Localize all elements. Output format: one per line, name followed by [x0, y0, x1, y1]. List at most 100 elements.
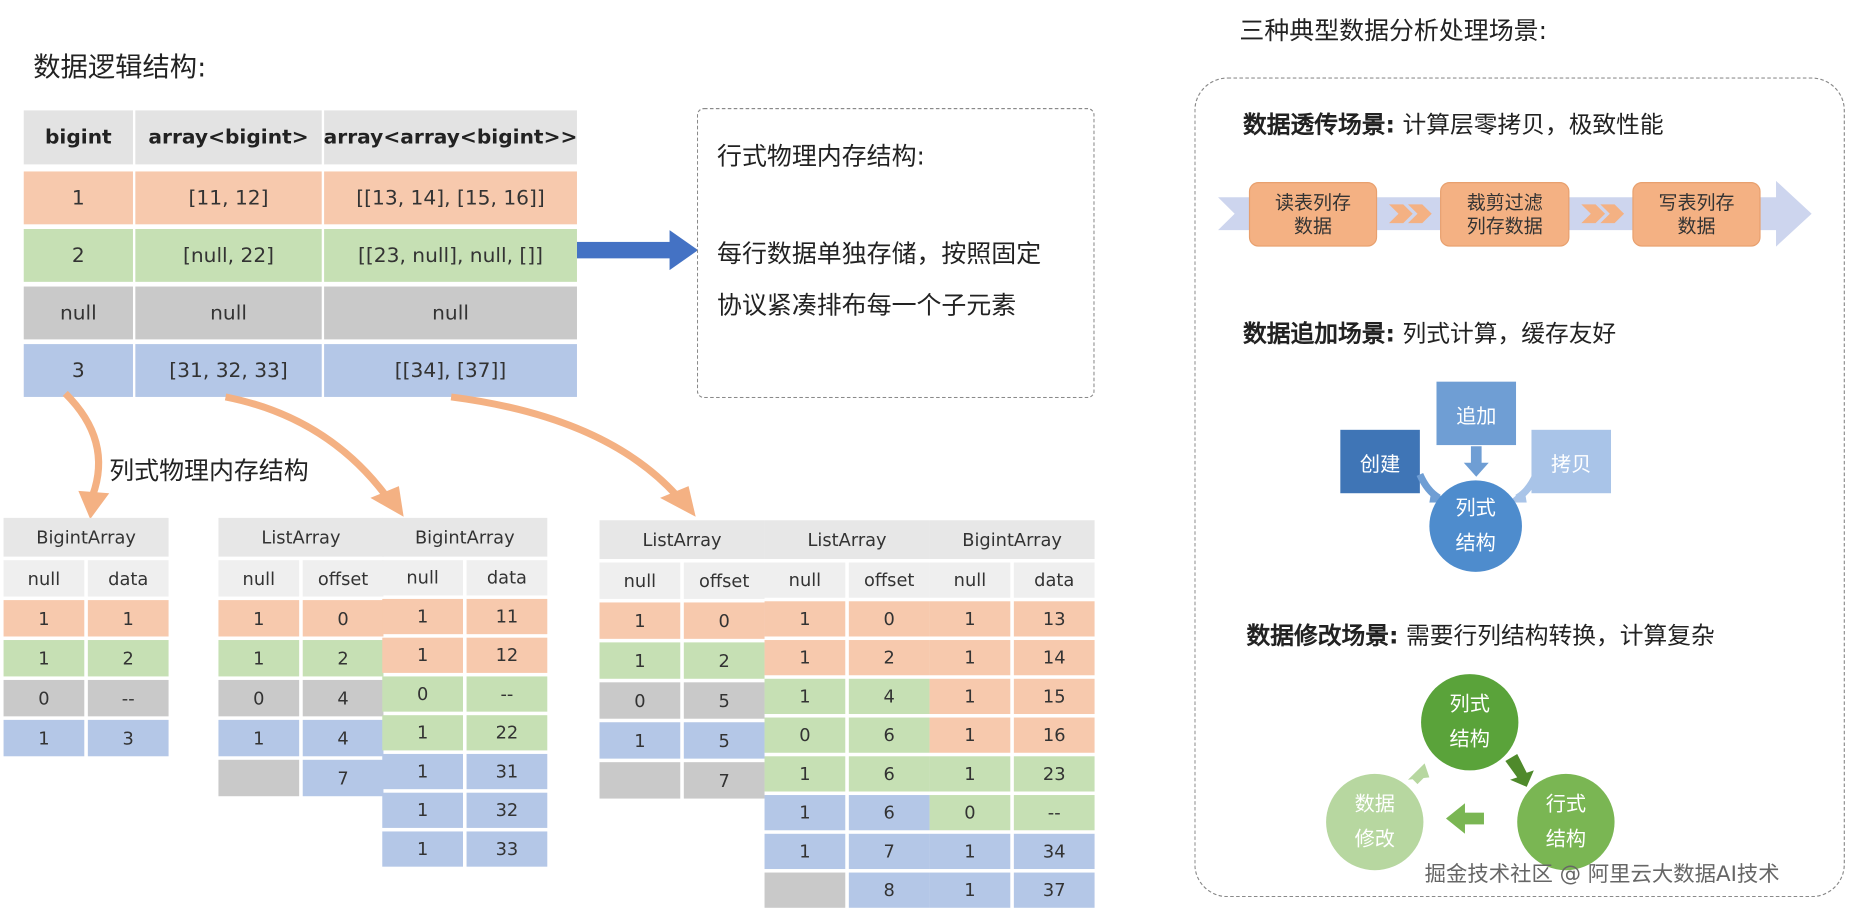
column-store-label: 列式物理内存结构	[109, 456, 309, 486]
array-cell-value: --	[466, 676, 548, 712]
array-subheader: null	[382, 560, 464, 596]
orange-curved-arrows	[62, 390, 696, 520]
scenario1-rest: 计算层零拷贝，极致性能	[1394, 110, 1664, 139]
data-modify-circle: 数据 修改	[1326, 773, 1424, 871]
array-cell-null: 1	[929, 872, 1011, 908]
array-subheader: null	[218, 560, 300, 597]
logical-header-cell: array<array<bigint>>	[324, 110, 577, 165]
array-cell-null: 1	[218, 719, 300, 757]
scenario3-cycle-arrows	[1407, 753, 1534, 834]
array-subheader: offset	[302, 560, 384, 597]
array-cell-value: 5	[683, 682, 765, 719]
array-cell-null: 1	[382, 792, 464, 828]
array-title: BigintArray	[382, 517, 548, 557]
row-store-title: 行式物理内存结构:	[717, 142, 925, 171]
logical-header-cell: array<bigint>	[135, 110, 322, 165]
scenario1-heading: 数据透传场景: 计算层零拷贝，极致性能	[1243, 106, 1664, 140]
row-store-box	[696, 108, 1095, 399]
array-cell-null: 1	[218, 600, 300, 637]
array-subheader: offset	[848, 562, 930, 598]
array-subheader: null	[929, 562, 1011, 598]
array-cell-value: 14	[1013, 640, 1095, 676]
array-cell-value: 31	[466, 753, 548, 790]
array-cell-value: 32	[466, 792, 548, 828]
array-cell-null: 1	[382, 598, 464, 635]
array-cell-null: 0	[764, 717, 846, 753]
array-cell-value: 12	[466, 637, 548, 673]
arrow-right-icon	[576, 230, 699, 271]
array-cell-null: 1	[599, 602, 681, 639]
array-cell-value: 37	[1013, 872, 1095, 908]
array-cell-null: 1	[929, 678, 1011, 715]
array-cell-null: 1	[764, 678, 846, 715]
array-cell-value: 16	[1013, 717, 1095, 753]
array-cell-value: 3	[87, 719, 169, 757]
array-title: ListArray	[218, 517, 384, 557]
array-cell-null: 1	[382, 715, 464, 751]
array-cell-null: 1	[764, 795, 846, 831]
array-cell-null: 1	[929, 717, 1011, 753]
columnar-structure-circle-2: 列式 结构	[1421, 674, 1519, 771]
array-cell-null: 0	[599, 682, 681, 719]
array-cell-null: 1	[382, 831, 464, 867]
columnar-structure-circle: 列式 结构	[1429, 480, 1522, 572]
array-cell-value: 0	[302, 600, 384, 637]
array-cell-null: 0	[218, 679, 300, 717]
watermark-text: 掘金技术社区 @ 阿里云大数据AI技术	[1424, 861, 1780, 887]
row-store-desc-line1: 每行数据单独存储，按照固定	[717, 239, 1042, 268]
array-cell-null	[218, 759, 300, 797]
array-cell-null: 1	[929, 756, 1011, 792]
array-cell-null: 1	[764, 601, 846, 637]
array-cell-value: 0	[848, 601, 930, 637]
array-cell-value: 6	[848, 795, 930, 831]
array-subheader: data	[1013, 562, 1095, 598]
array-cell-null: 1	[764, 756, 846, 792]
array-cell-value: --	[1013, 795, 1095, 831]
row-store-desc-line2: 协议紧凑排布每一个子元素	[717, 291, 1017, 320]
array-subheader: data	[466, 560, 548, 596]
array-cell-value: 4	[848, 678, 930, 715]
step-read: 读表列存 数据	[1248, 182, 1378, 247]
array-cell-value: 4	[302, 719, 384, 757]
array-cell-value: 23	[1013, 756, 1095, 792]
array-cell-null: 1	[382, 753, 464, 790]
array-cell-value: 5	[683, 722, 765, 759]
array-subheader: null	[3, 560, 85, 597]
array-cell-null: 1	[929, 601, 1011, 637]
array-cell-value: 2	[302, 640, 384, 677]
array-cell-null: 0	[3, 679, 85, 717]
scenario1-bold: 数据透传场景:	[1242, 110, 1395, 139]
logical-table-cell: 3	[23, 344, 133, 397]
array-cell-value: 11	[466, 598, 548, 635]
logical-table-cell: [[23, null], null, []]	[324, 229, 577, 282]
scenario3-rest: 需要行列结构转换，计算复杂	[1398, 621, 1715, 650]
array-cell-value: 7	[683, 762, 765, 799]
array-cell-null: 1	[764, 833, 846, 870]
array-cell-null	[599, 762, 681, 799]
array-cell-value: 7	[302, 759, 384, 797]
array-cell-value: 0	[683, 602, 765, 639]
array-cell-null	[764, 872, 846, 908]
logical-table-cell: null	[23, 286, 133, 340]
array-cell-null: 1	[3, 640, 85, 677]
copy-box: 拷贝	[1531, 429, 1612, 494]
array-title: BigintArray	[3, 517, 169, 557]
array-cell-value: 22	[466, 715, 548, 751]
scenarios-box	[1194, 77, 1845, 898]
row-structure-circle: 行式 结构	[1517, 773, 1615, 871]
logical-table-cell: 1	[23, 171, 133, 225]
logical-table-cell: 2	[23, 229, 133, 282]
array-subheader: data	[87, 560, 169, 597]
logical-structure-title: 数据逻辑结构:	[33, 52, 207, 84]
step-write: 写表列存 数据	[1632, 182, 1761, 247]
logical-table-cell: [[13, 14], [15, 16]]	[324, 171, 577, 225]
array-cell-value: 6	[848, 756, 930, 792]
array-title: ListArray	[764, 520, 930, 559]
scenario2-heading: 数据追加场景: 列式计算，缓存友好	[1243, 315, 1616, 349]
array-cell-null: 1	[599, 642, 681, 679]
scenario2-bold: 数据追加场景:	[1242, 319, 1395, 348]
logical-table-cell: [11, 12]	[135, 171, 322, 225]
array-cell-value: 1	[87, 600, 169, 637]
logical-table-cell: null	[324, 286, 577, 340]
logical-table-cell: [31, 32, 33]	[135, 344, 322, 397]
